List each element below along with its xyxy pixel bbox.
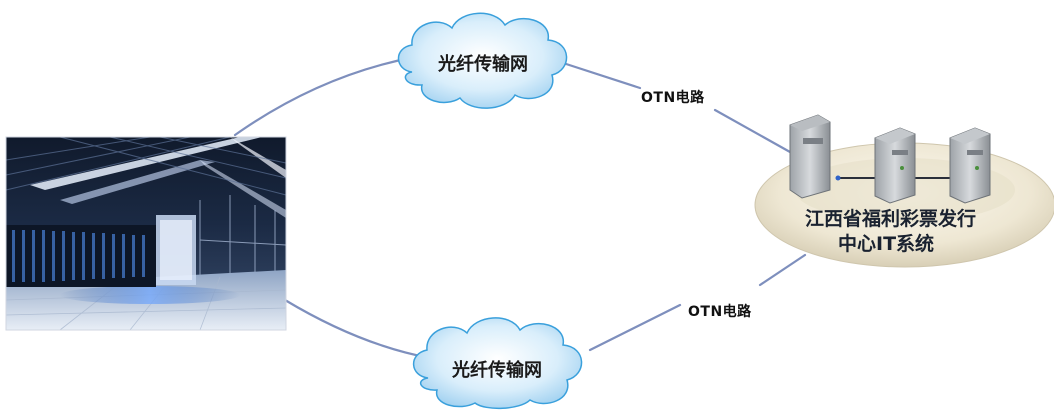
server-icon — [789, 114, 831, 199]
link-lines — [233, 55, 807, 360]
system-name-line2: 中心IT系统 — [838, 233, 935, 255]
server-icon — [874, 127, 916, 204]
link-bottom-cloud-circuit — [588, 303, 682, 352]
cloud-bottom — [412, 317, 583, 409]
system-name-line1: 江西省福利彩票发行 — [805, 208, 977, 230]
circuit-top-label: OTN电路 — [641, 90, 705, 106]
it-system — [754, 114, 1054, 268]
circuit-bottom-label: OTN电路 — [688, 304, 752, 320]
cloud-top — [397, 12, 568, 109]
cloud-bottom-label: 光纤传输网 — [452, 360, 542, 381]
data-center-image — [5, 136, 287, 331]
cloud-top-label: 光纤传输网 — [438, 54, 528, 75]
link-datacenter-bottom-cloud — [283, 298, 432, 360]
server-icon — [949, 127, 991, 204]
link-datacenter-top-cloud — [233, 55, 417, 137]
link-circuit-system-bottom — [758, 253, 807, 287]
link-circuit-system-top — [713, 108, 792, 154]
link-top-cloud-circuit — [558, 60, 642, 90]
